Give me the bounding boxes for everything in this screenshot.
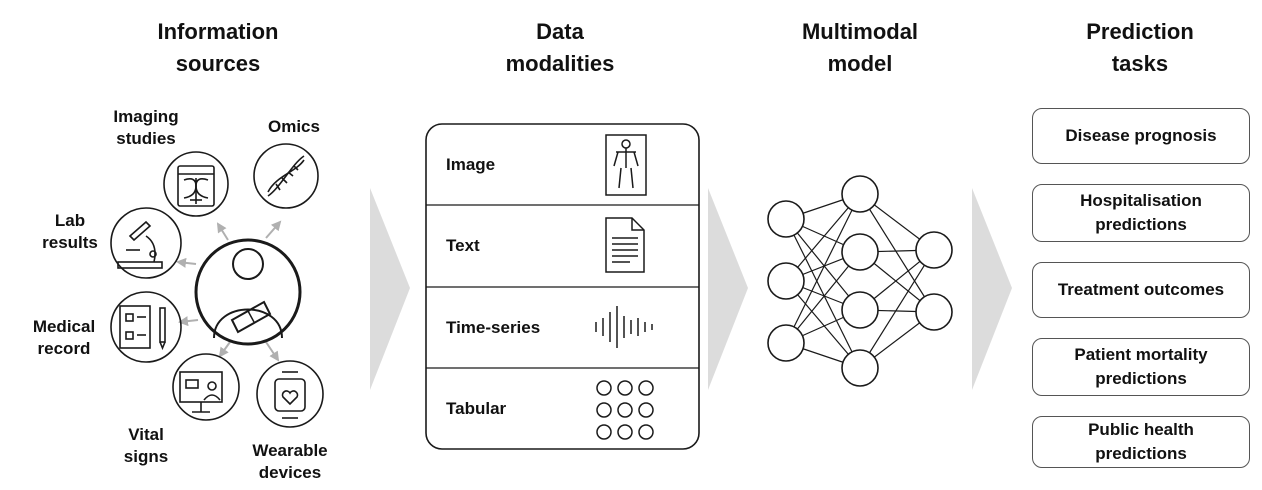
skeleton-image-icon: [605, 134, 647, 196]
header-multimodal-model: Multimodal model: [770, 16, 950, 80]
nn-node: [841, 175, 879, 213]
nn-edge: [859, 249, 935, 369]
task-patient-mortality: Patient mortality predictions: [1032, 338, 1250, 396]
label-line: Medical: [32, 317, 96, 336]
flow-arrow-3: [972, 188, 1012, 390]
monitor-icon: [172, 353, 240, 421]
label-line: studies: [116, 129, 176, 148]
task-line: Disease prognosis: [1065, 126, 1217, 145]
nn-edge: [785, 193, 861, 344]
tabular-grid-icon: [596, 380, 654, 440]
nn-node: [915, 231, 953, 269]
header-line: tasks: [1111, 51, 1169, 76]
label-line: Lab: [54, 211, 86, 230]
task-line: predictions: [1095, 215, 1187, 234]
label-line: record: [37, 339, 91, 358]
header-line: Information: [157, 19, 279, 44]
nn-node: [767, 200, 805, 238]
nn-edge: [785, 218, 861, 311]
neural-network: [767, 175, 953, 387]
label-line: signs: [123, 447, 169, 466]
label-wearable-devices: Wearable devices: [244, 440, 336, 484]
nn-edge: [785, 193, 861, 282]
header-line: model: [827, 51, 893, 76]
label-line: Imaging: [113, 107, 179, 126]
patient-icon: [194, 238, 302, 346]
nn-node: [915, 293, 953, 331]
nn-node: [841, 233, 879, 271]
header-data-modalities: Data modalities: [470, 16, 650, 80]
nn-node: [767, 324, 805, 362]
task-line: Treatment outcomes: [1057, 280, 1225, 299]
xray-icon: [163, 151, 229, 217]
label-line: devices: [258, 463, 322, 482]
nn-edge: [859, 193, 935, 313]
header-line: Prediction: [1086, 19, 1194, 44]
task-public-health: Public health predictions: [1032, 416, 1250, 468]
nn-node: [841, 291, 879, 329]
task-hospitalisation: Hospitalisation predictions: [1032, 184, 1250, 242]
header-line: Data: [536, 19, 584, 44]
task-line: predictions: [1095, 369, 1187, 388]
flow-arrow-1: [370, 188, 410, 390]
source-connectors: [176, 220, 282, 362]
header-line: sources: [175, 51, 261, 76]
label-vital-signs: Vital signs: [106, 424, 186, 468]
label-line: results: [42, 233, 98, 252]
label-line: Wearable: [252, 441, 328, 460]
nn-node: [841, 349, 879, 387]
nn-edge: [785, 280, 861, 369]
modality-time-series: Time-series: [446, 318, 541, 337]
task-treatment-outcomes: Treatment outcomes: [1032, 262, 1250, 318]
label-lab-results: Lab results: [30, 210, 110, 254]
document-icon: [605, 217, 645, 273]
waveform-icon: [595, 306, 653, 348]
header-line: Multimodal: [801, 19, 919, 44]
task-line: Patient mortality: [1074, 345, 1208, 364]
nn-node: [767, 262, 805, 300]
nn-edge: [785, 218, 861, 369]
label-medical-record: Medical record: [20, 316, 108, 360]
flow-arrow-2: [708, 188, 748, 390]
task-line: Hospitalisation: [1080, 191, 1202, 210]
dna-icon: [253, 143, 319, 209]
nn-edge: [785, 251, 861, 344]
modality-tabular: Tabular: [446, 399, 507, 418]
label-imaging-studies: Imaging studies: [106, 106, 186, 150]
microscope-icon: [110, 207, 182, 279]
label-omics: Omics: [254, 116, 334, 138]
task-disease-prognosis: Disease prognosis: [1032, 108, 1250, 164]
header-information-sources: Information sources: [128, 16, 308, 80]
label-line: Vital: [128, 425, 164, 444]
modality-text: Text: [446, 236, 480, 255]
clipboard-icon: [110, 291, 182, 363]
modality-image: Image: [446, 155, 496, 174]
header-prediction-tasks: Prediction tasks: [1050, 16, 1230, 80]
smartwatch-icon: [256, 360, 324, 428]
header-line: modalities: [505, 51, 615, 76]
task-line: predictions: [1095, 444, 1187, 463]
task-line: Public health: [1088, 420, 1194, 439]
label-line: Omics: [268, 117, 320, 136]
